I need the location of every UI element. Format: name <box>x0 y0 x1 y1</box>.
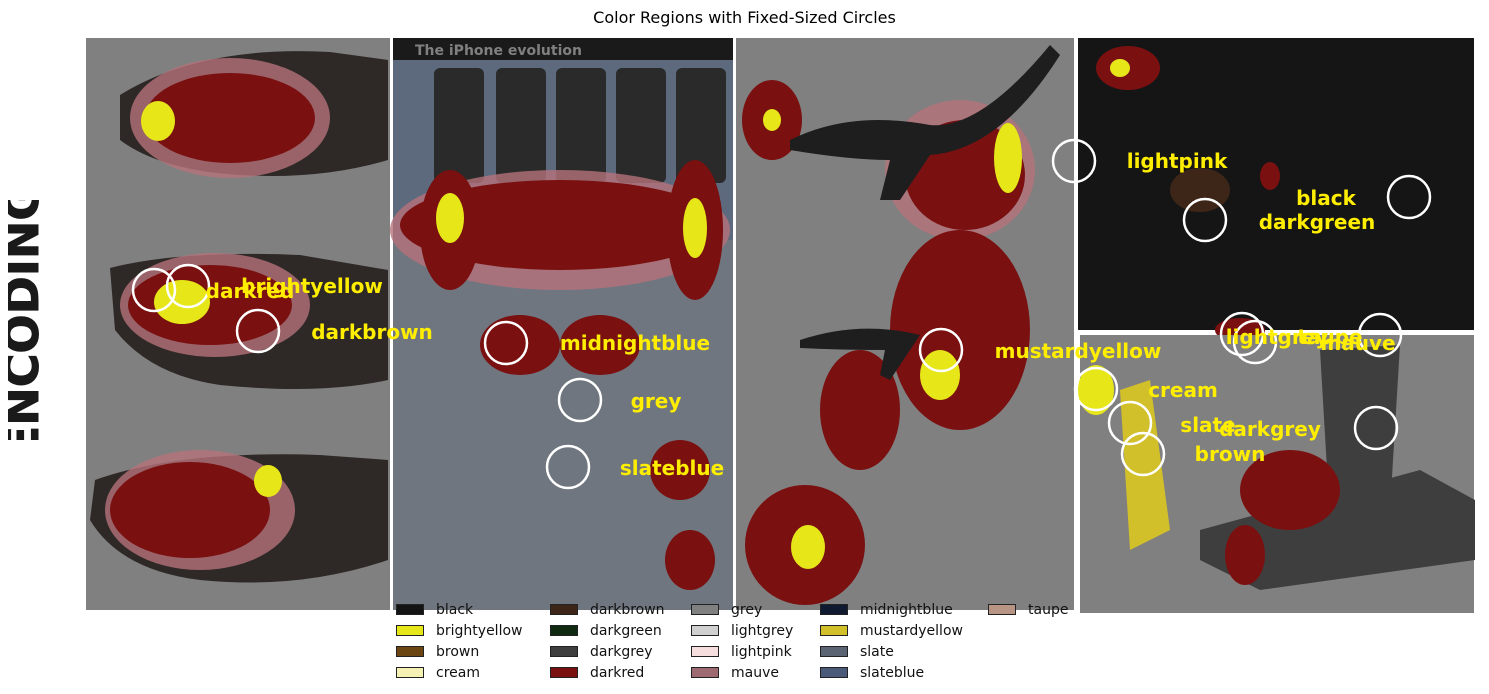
annotation-circle <box>1219 311 1265 357</box>
legend-label: darkgreen <box>590 623 662 639</box>
annotation-circles <box>131 138 1432 490</box>
legend-label: mustardyellow <box>860 623 963 639</box>
legend-swatch <box>820 604 848 615</box>
annotation-label: slateblue <box>620 456 724 480</box>
annotation-label: brown <box>1195 442 1266 466</box>
annotation-circle <box>1353 405 1399 451</box>
legend-label: black <box>436 602 474 618</box>
legend-swatch <box>691 646 719 657</box>
annotation-circle <box>1386 174 1432 220</box>
annotation-circle <box>557 377 603 423</box>
legend-label: brown <box>436 644 480 660</box>
annotation-label: darkgrey <box>1219 417 1321 441</box>
legend-swatch <box>820 667 848 678</box>
annotation-circle <box>235 308 281 354</box>
annotation-circle <box>1120 431 1166 477</box>
side-label-text: ENCODING <box>8 200 49 440</box>
annotation-circle <box>1107 400 1153 446</box>
panel-dino-skulls <box>86 38 390 610</box>
legend-label: slate <box>860 644 894 660</box>
legend-swatch <box>550 625 578 636</box>
legend-label: lightpink <box>731 644 792 660</box>
legend-label: lightgrey <box>731 623 794 639</box>
annotation-label: darkgreen <box>1259 210 1376 234</box>
annotation-circle <box>1051 138 1097 184</box>
legend-label: darkbrown <box>590 602 665 618</box>
legend-swatch <box>396 625 424 636</box>
annotation-label: midnightblue <box>560 331 710 355</box>
annotation-label: cream <box>1148 378 1218 402</box>
annotation-label: lightpink <box>1127 149 1228 173</box>
legend-swatch <box>396 667 424 678</box>
legend-label: midnightblue <box>860 602 953 618</box>
annotation-label: grey <box>631 389 682 413</box>
iphone-heading: The iPhone evolution <box>415 43 582 59</box>
annotation-label: mauve <box>1320 331 1395 355</box>
legend-label: cream <box>436 665 480 681</box>
annotation-circle <box>918 327 964 373</box>
annotation-label: darkbrown <box>311 320 433 344</box>
annotation-circle <box>1073 366 1119 412</box>
legend-label: taupe <box>1028 602 1069 618</box>
annotation-circle <box>165 263 211 309</box>
legend: black brightyellow brown cream darkbrown dark… <box>396 600 1116 684</box>
legend-label: mauve <box>731 665 779 681</box>
legend-swatch <box>550 667 578 678</box>
legend-swatch <box>988 604 1016 615</box>
annotation-circle <box>483 320 529 366</box>
side-label: ENCODING <box>8 200 50 440</box>
panel-dark <box>1078 38 1474 342</box>
legend-swatch <box>550 604 578 615</box>
legend-label: darkred <box>590 665 645 681</box>
legend-label: slateblue <box>860 665 925 681</box>
legend-swatch <box>691 604 719 615</box>
legend-swatch <box>396 604 424 615</box>
annotation-label: brightyellow <box>241 274 383 298</box>
annotation-label: taupe <box>1297 325 1362 349</box>
annotation-circle <box>1232 319 1278 365</box>
legend-swatch <box>820 625 848 636</box>
legend-swatch <box>550 646 578 657</box>
annotation-label: mustardyellow <box>995 339 1162 363</box>
annotation-label: lightgrey <box>1226 325 1329 349</box>
panel-dinos <box>736 38 1074 610</box>
legend-swatch <box>691 667 719 678</box>
legend-swatch <box>691 625 719 636</box>
annotation-circle <box>1357 312 1403 358</box>
legend-label: darkgrey <box>590 644 653 660</box>
annotation-circle <box>545 444 591 490</box>
chart-title: Color Regions with Fixed-Sized Circles <box>593 8 896 27</box>
annotation-label: darkred <box>206 279 295 303</box>
annotation-circle <box>131 267 177 313</box>
legend-swatch <box>396 646 424 657</box>
legend-label: grey <box>731 602 763 618</box>
annotation-circle <box>1182 197 1228 243</box>
annotation-label: slate <box>1180 413 1235 437</box>
legend-label: brightyellow <box>436 623 523 639</box>
annotation-label: black <box>1296 186 1357 210</box>
legend-swatch <box>820 646 848 657</box>
panel-iphone: The iPhone evolution <box>390 38 733 610</box>
